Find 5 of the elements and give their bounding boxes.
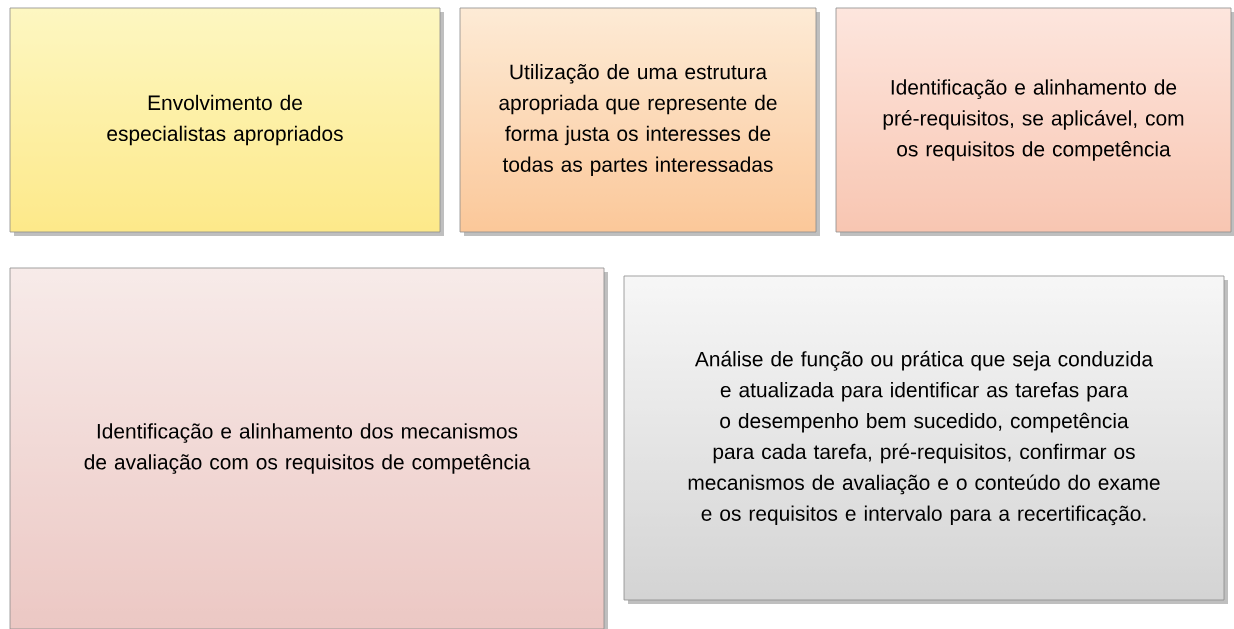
text-box: Envolvimento de especialistas apropriados bbox=[9, 7, 444, 236]
text-box: Utilização de uma estrutura apropriada que represente de forma justa os interesses de todas as partes interessadas bbox=[459, 7, 820, 236]
text-box: Identificação e alinhamento de pré-requisitos, se aplicável, com os requisitos de competência bbox=[835, 7, 1234, 236]
text-box: Identificação e alinhamento dos mecanismos de avaliação com os requisitos de competência bbox=[9, 267, 608, 629]
text-box: Análise de função ou prática que seja conduzida e atualizada para identificar as tarefas para o desempenho bem sucedido, competência para cada tarefa, pré-requisitos, confirmar os mecanismos de avaliação e o conteúdo do exame e os requisitos e intervalo para a recertificação. bbox=[623, 275, 1228, 604]
